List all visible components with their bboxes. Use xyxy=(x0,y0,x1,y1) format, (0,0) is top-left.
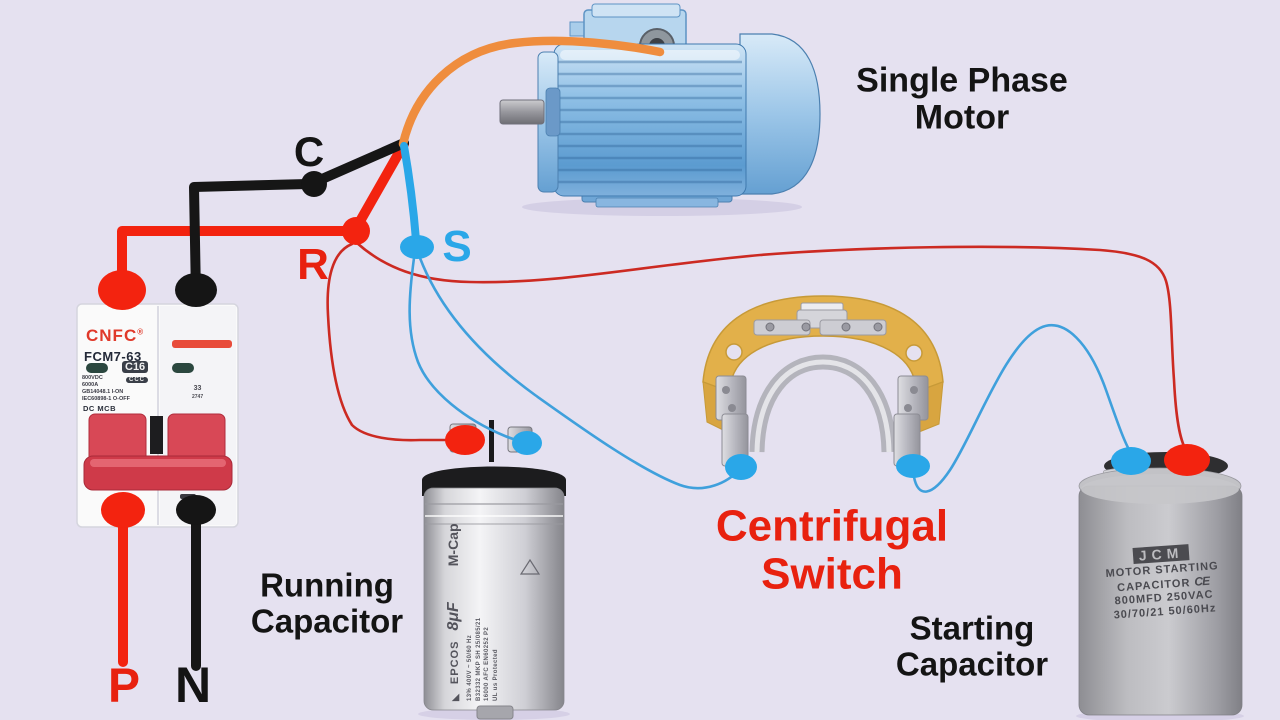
running-capacitor-terminal-blue xyxy=(512,431,542,455)
terminal-r-dot xyxy=(342,217,370,245)
breaker-bottom-terminal-black xyxy=(176,495,216,525)
wire-black-c-to-junction xyxy=(308,138,409,188)
starting-capacitor xyxy=(1076,452,1244,720)
terminal-dots xyxy=(98,171,1210,528)
wire-red-breaker-to-r xyxy=(117,226,355,305)
motor-end-cap xyxy=(739,33,821,195)
starting-capacitor-body xyxy=(1078,485,1243,716)
breaker-handle-pin xyxy=(150,416,163,454)
motor-body xyxy=(553,43,747,197)
single-phase-motor xyxy=(499,3,821,216)
terminal-s-dot xyxy=(400,235,434,259)
wire-red-r-to-running-capacitor xyxy=(326,242,458,442)
centrifugal-terminal-left xyxy=(725,454,757,480)
terminal-c-dot xyxy=(301,171,327,197)
centrifugal-terminal-right xyxy=(896,454,930,478)
breaker-handle-right xyxy=(167,413,226,463)
switch-metal-arc xyxy=(749,354,897,453)
running-capacitor-pin xyxy=(489,420,494,462)
running-capacitor-body xyxy=(423,487,565,711)
breaker-top-terminal-red xyxy=(98,270,146,310)
wire-blue-junction-to-s xyxy=(400,142,420,244)
wire-blue-centrifugal-to-starting-capacitor xyxy=(912,324,1133,493)
motor-shaft xyxy=(499,99,545,125)
wire-blue-s-to-centrifugal-left xyxy=(418,256,741,490)
wire-black-breaker-to-c xyxy=(189,179,313,301)
breaker-handle-left xyxy=(88,413,147,463)
wire-red-r-to-starting-capacitor xyxy=(355,241,1188,452)
breaker-top-terminal-black xyxy=(175,273,217,307)
centrifugal-switch xyxy=(702,295,944,467)
wire-orange-junction-to-motor xyxy=(398,36,665,149)
wire-blue-s-to-running-capacitor xyxy=(408,256,528,445)
starting-capacitor-terminal-red xyxy=(1164,444,1210,476)
wire-red-r-to-junction xyxy=(350,139,409,235)
starting-capacitor-terminal-blue xyxy=(1111,447,1151,475)
running-capacitor-terminal-red xyxy=(445,425,485,455)
circuit-breaker xyxy=(76,303,239,528)
running-capacitor xyxy=(418,420,570,720)
breaker-bottom-terminal-red xyxy=(101,492,145,528)
